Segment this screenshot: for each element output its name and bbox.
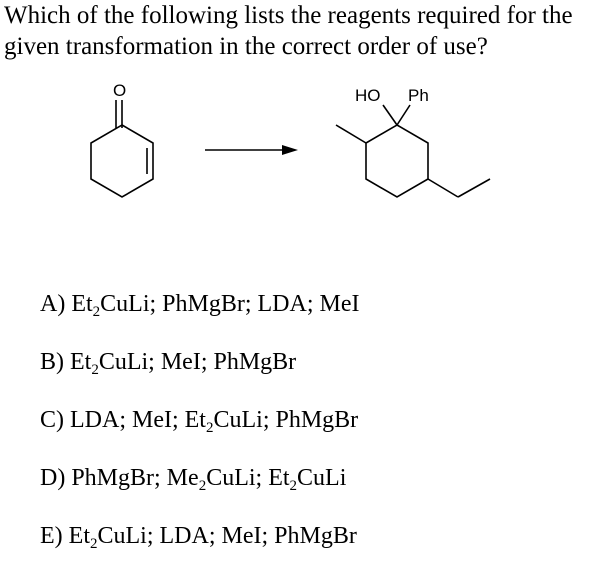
reactant-oxygen-label: O — [113, 81, 126, 100]
methyl-bond — [335, 124, 367, 144]
option-text: CuLi; PhMgBr — [213, 407, 359, 433]
option-text: CuLi — [297, 465, 347, 491]
reaction-scheme: O HO Ph — [90, 81, 491, 198]
ethyl-bond-2 — [457, 178, 491, 198]
option-text: LDA; MeI; Et — [70, 407, 206, 433]
option-e[interactable]: E) Et2CuLi; LDA; MeI; PhMgBr — [40, 522, 360, 580]
question-text: Which of the following lists the reagent… — [4, 2, 573, 60]
subscript: 2 — [205, 420, 214, 436]
option-text: Et — [68, 523, 90, 549]
option-letter: B) — [40, 349, 64, 375]
product-hydroxyl-label: HO — [355, 86, 381, 105]
option-c[interactable]: C) LDA; MeI; Et2CuLi; PhMgBr — [40, 406, 360, 464]
reactant-ring — [90, 124, 154, 198]
option-letter: D) — [40, 465, 66, 491]
option-text: CuLi; Et — [206, 465, 290, 491]
phenyl-bond — [396, 104, 411, 126]
option-text: PhMgBr; Me — [71, 465, 199, 491]
product-cyclohexanol — [335, 104, 491, 198]
option-text: Et — [70, 349, 92, 375]
option-text: CuLi; PhMgBr; LDA; MeI — [100, 291, 360, 317]
answer-options: A) Et2CuLi; PhMgBr; LDA; MeI B) Et2CuLi;… — [40, 290, 360, 580]
option-letter: C) — [40, 407, 64, 433]
option-text: CuLi; MeI; PhMgBr — [98, 349, 297, 375]
subscript: 2 — [92, 304, 101, 320]
subscript: 2 — [289, 478, 298, 494]
option-letter: A) — [40, 291, 66, 317]
subscript: 2 — [198, 478, 207, 494]
reaction-arrow — [205, 145, 298, 155]
option-letter: E) — [40, 523, 63, 549]
subscript: 2 — [91, 362, 99, 378]
product-ring — [365, 124, 429, 198]
option-b[interactable]: B) Et2CuLi; MeI; PhMgBr — [40, 348, 360, 406]
option-a[interactable]: A) Et2CuLi; PhMgBr; LDA; MeI — [40, 290, 360, 348]
option-text: CuLi; LDA; MeI; PhMgBr — [97, 523, 357, 549]
subscript: 2 — [89, 536, 98, 552]
option-d[interactable]: D) PhMgBr; Me2CuLi; Et2CuLi — [40, 464, 360, 522]
hydroxyl-bond — [382, 104, 398, 126]
option-text: Et — [71, 291, 93, 317]
reactant-cyclohexenone — [90, 100, 154, 198]
arrow-head — [282, 145, 298, 155]
ethyl-bond-1 — [427, 178, 459, 198]
product-phenyl-label: Ph — [408, 86, 429, 105]
